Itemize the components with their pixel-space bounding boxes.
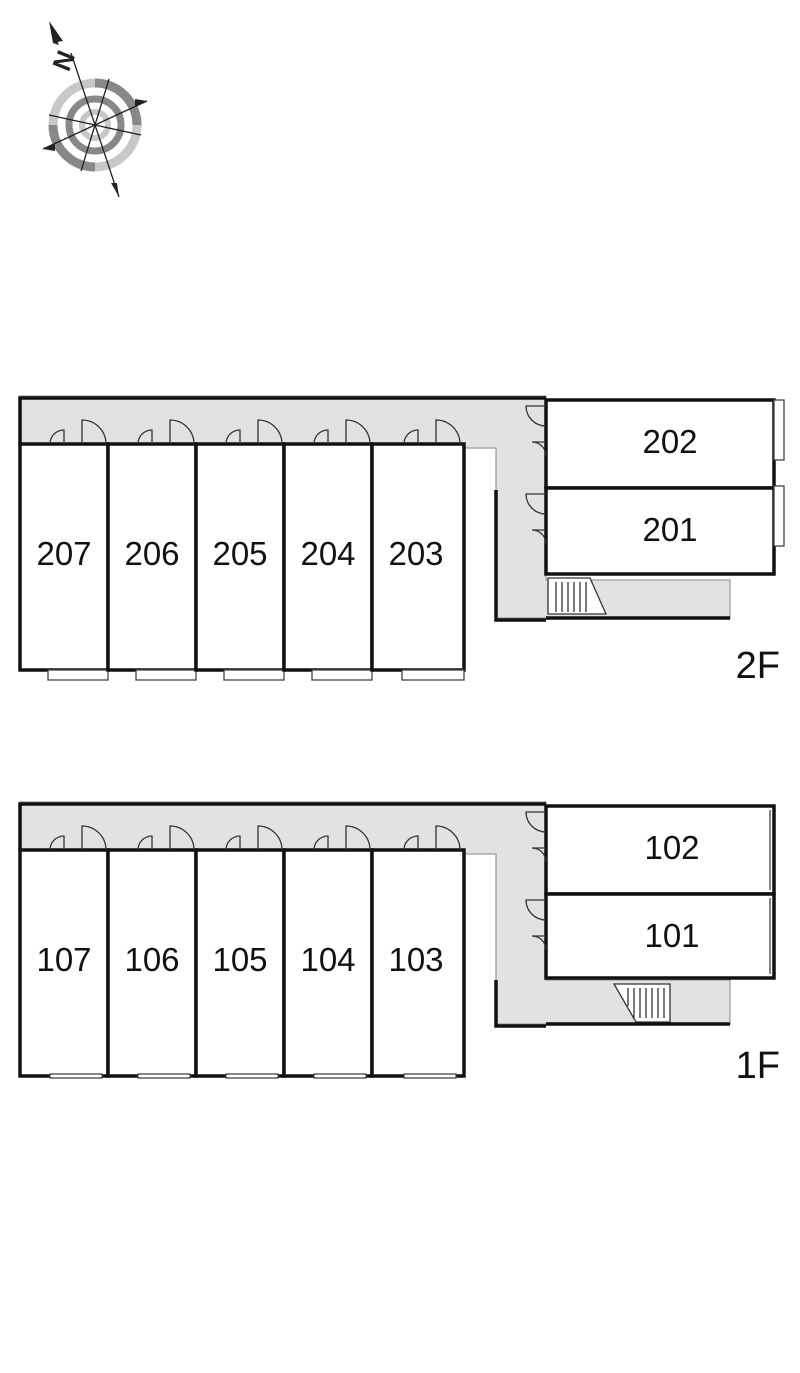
unit: 207 [18, 419, 110, 681]
exterior-wall [18, 802, 730, 1028]
unit-label: 202 [642, 423, 697, 460]
unit-row: 207 206 205 204 [18, 419, 466, 681]
unit: 203 [370, 419, 466, 681]
floor-label: 1F [736, 1045, 780, 1087]
unit: 201 [525, 485, 785, 576]
unit: 106 [106, 825, 198, 1079]
unit-label: 204 [300, 535, 355, 572]
unit: 104 [282, 825, 374, 1079]
north-compass-icon [42, 21, 148, 198]
unit: 105 [194, 825, 286, 1079]
floor-1f: 107 106 105 104 [18, 801, 780, 1087]
unit-label: 102 [644, 829, 699, 866]
unit-side: 102 101 [525, 804, 776, 980]
unit: 206 [106, 419, 198, 681]
unit-row: 107 106 105 104 [18, 825, 466, 1079]
unit-label: 206 [124, 535, 179, 572]
unit-label: 103 [388, 941, 443, 978]
unit-label: 207 [36, 535, 91, 572]
unit-side: 202 201 [525, 398, 785, 576]
unit-label: 101 [644, 917, 699, 954]
staircase [612, 983, 671, 1023]
unit-label: 104 [300, 941, 355, 978]
unit: 103 [370, 825, 466, 1079]
unit: 205 [194, 419, 286, 681]
unit: 202 [525, 398, 785, 490]
floor-2f: 207 206 205 204 [18, 395, 785, 687]
compass-north-label: N [46, 46, 81, 75]
unit: 102 [525, 804, 776, 896]
unit-label: 107 [36, 941, 91, 978]
unit: 107 [18, 825, 110, 1079]
unit: 101 [525, 892, 776, 980]
unit-label: 205 [212, 535, 267, 572]
unit-label: 106 [124, 941, 179, 978]
unit-label: 201 [642, 511, 697, 548]
unit-label: 105 [212, 941, 267, 978]
unit: 204 [282, 419, 374, 681]
floor-label: 2F [736, 645, 780, 687]
staircase [547, 577, 608, 615]
exterior-wall [18, 396, 730, 622]
unit-label: 203 [388, 535, 443, 572]
